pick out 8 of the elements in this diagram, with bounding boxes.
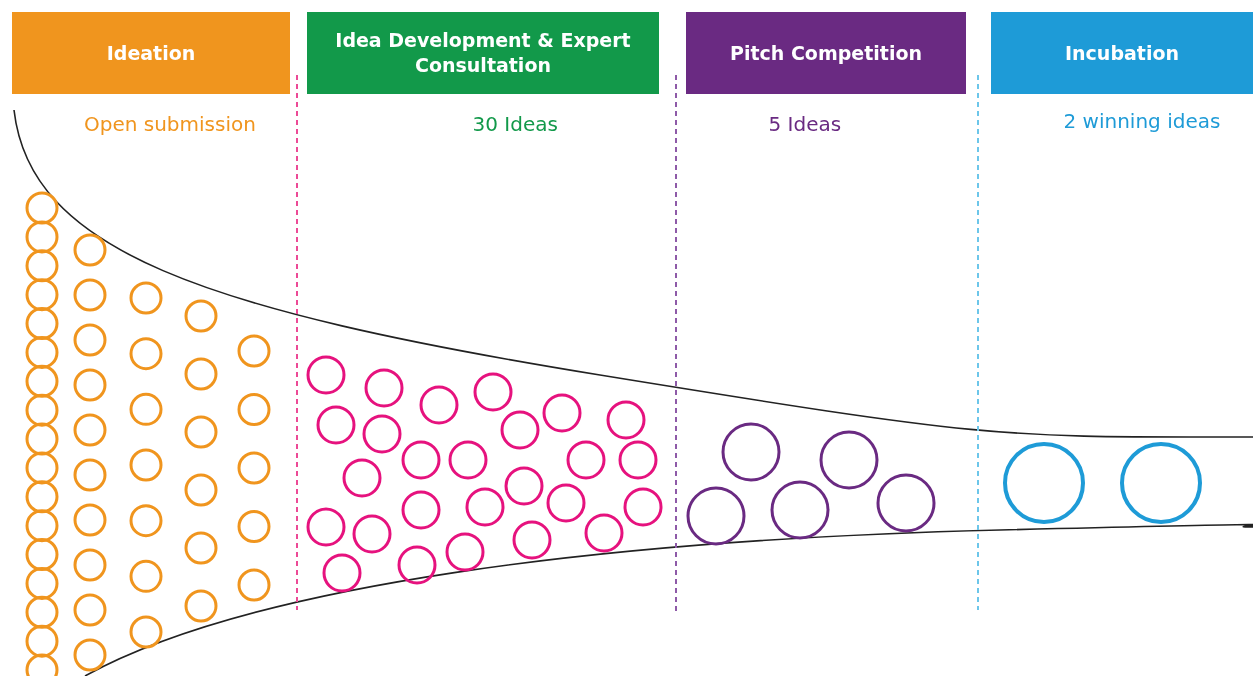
- stage-header: Idea Development & Expert Consultation: [307, 12, 659, 94]
- stage-header: Ideation: [12, 12, 290, 94]
- stage-header: Pitch Competition: [686, 12, 966, 94]
- stage-caption: 30 Ideas: [472, 112, 558, 136]
- stage-caption: 2 winning ideas: [1063, 109, 1221, 133]
- stage-caption: Open submission: [84, 112, 256, 136]
- stage-header: Incubation: [991, 12, 1253, 94]
- stage-caption: 5 Ideas: [768, 112, 842, 136]
